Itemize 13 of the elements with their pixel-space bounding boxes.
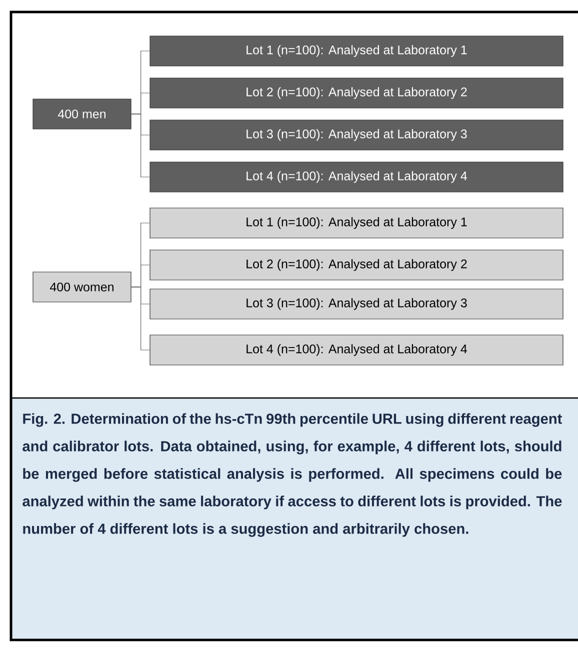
lot-box: Lot 4 (n=100): Analysed at Laboratory 4 xyxy=(150,162,564,192)
lot-box: Lot 3 (n=100): Analysed at Laboratory 3 xyxy=(150,288,564,320)
lot-box: Lot 3 (n=100): Analysed at Laboratory 3 xyxy=(150,120,564,150)
connector xyxy=(131,286,150,350)
lot-box: Lot 2 (n=100): Analysed at Laboratory 2 xyxy=(150,78,564,108)
group-box: 400 women xyxy=(32,272,132,302)
group-box: 400 men xyxy=(32,98,132,130)
lot-box: Lot 1 (n=100): Analysed at Laboratory 1 xyxy=(150,36,564,66)
lot-box: Lot 4 (n=100): Analysed at Laboratory 4 xyxy=(150,334,564,366)
connector xyxy=(131,114,150,178)
lot-box: Lot 1 (n=100): Analysed at Laboratory 1 xyxy=(150,208,564,238)
caption: Fig. 2. Determination of the hs-cTn 99th percentile URL using different reagent and calibrator lots. Data obtained, using, for example, 4 different lots, should be merged before statistical analysis is performed. All specimens could be analyzed within the same laboratory if access to different lots is provided. The number of 4 different lots is a suggestion and arbitrarily chosen. xyxy=(22,413,562,537)
lot-box: Lot 2 (n=100): Analysed at Laboratory 2 xyxy=(150,250,564,280)
